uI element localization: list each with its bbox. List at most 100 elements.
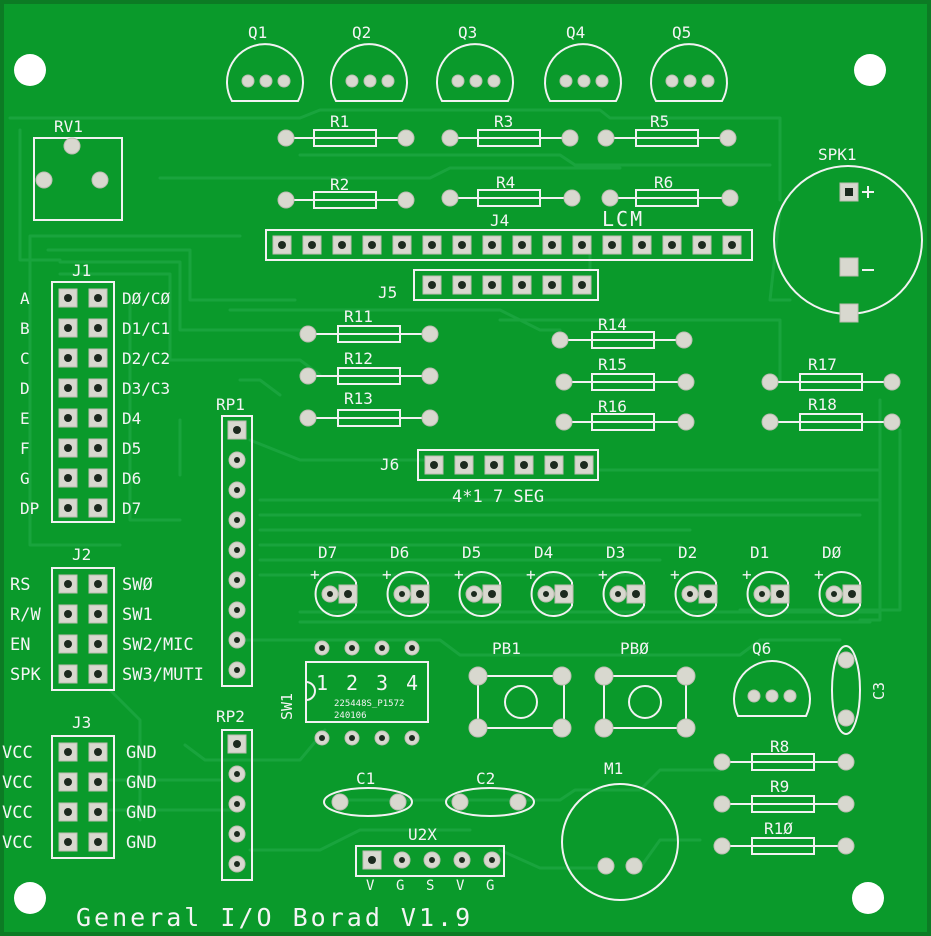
- q1-label: Q1: [248, 23, 267, 42]
- rp2-pad-hole: [233, 740, 241, 748]
- resistor-r11: R11: [299, 307, 439, 343]
- mounting-holes: [14, 54, 886, 914]
- j1-left-label: B: [20, 319, 30, 338]
- rp1-pad-hole: [234, 457, 240, 463]
- j4-label: J4: [490, 211, 509, 230]
- transistor-q4: Q4: [544, 23, 622, 102]
- pb0-label: PBØ: [620, 639, 649, 658]
- j1-pad-hole: [64, 414, 72, 422]
- rp2-pad-hole: [234, 771, 240, 777]
- j1-pad-hole: [94, 354, 102, 362]
- q3-label: Q3: [458, 23, 477, 42]
- r5-label: R5: [650, 112, 669, 131]
- rp1-pad-hole: [234, 517, 240, 523]
- j1-pad-hole: [64, 444, 72, 452]
- r11-label: R11: [344, 307, 373, 326]
- led-outline: [314, 571, 357, 617]
- led-pad-anode-hole: [759, 591, 765, 597]
- j5-pad-hole: [428, 281, 436, 289]
- q5-label: Q5: [672, 23, 691, 42]
- resistor-r14: R14: [551, 315, 693, 349]
- motor-m1: M1: [561, 759, 679, 901]
- resistor-pack-rp2: RP2: [216, 707, 253, 881]
- resistor-r12: R12: [299, 349, 439, 385]
- j3-pad-hole: [64, 778, 72, 786]
- u2x-pad-hole: [429, 857, 435, 863]
- led-label: D2: [678, 543, 697, 562]
- r15-label: R15: [598, 355, 627, 374]
- sw1-pad-top-hole: [319, 645, 325, 651]
- led-pad-anode-hole: [831, 591, 837, 597]
- c1-label: C1: [356, 769, 375, 788]
- mounting-hole-top-left: [14, 54, 46, 86]
- j3-pad-hole: [94, 808, 102, 816]
- potentiometer-rv1: RV1: [33, 117, 123, 221]
- j4-pad-hole: [728, 241, 736, 249]
- sw1-part-number: 225448S_P1572: [334, 699, 404, 709]
- led: D3+: [598, 543, 646, 617]
- u2x-pin-label: V: [456, 878, 465, 894]
- j4-pad-hole: [518, 241, 526, 249]
- led-pad-anode-hole: [687, 591, 693, 597]
- j6-pad-hole: [430, 461, 438, 469]
- j6-pad-hole: [520, 461, 528, 469]
- u2x-label: U2X: [408, 825, 437, 844]
- led-pad-cathode-hole: [344, 590, 352, 598]
- j2-pad-hole: [64, 670, 72, 678]
- j3-pad-hole: [64, 748, 72, 756]
- led-polarity-mark: +: [526, 565, 536, 584]
- u2x-pad-hole: [399, 857, 405, 863]
- j2-left-label: EN: [10, 635, 30, 655]
- led-label: D7: [318, 543, 337, 562]
- j4-pad-hole: [548, 241, 556, 249]
- j4-pad-hole: [578, 241, 586, 249]
- j1-pad-hole: [94, 324, 102, 332]
- j1-right-label: D7: [122, 499, 141, 518]
- speaker-spk1: SPK1: [773, 145, 923, 323]
- led-polarity-mark: +: [670, 565, 680, 584]
- resistor-r6: R6: [601, 173, 739, 207]
- led-pad-cathode-hole: [560, 590, 568, 598]
- sw1-pad-top-hole: [379, 645, 385, 651]
- led-pad-cathode-hole: [776, 590, 784, 598]
- j4-pad-hole: [668, 241, 676, 249]
- r6-label: R6: [654, 173, 673, 192]
- transistor-q1: Q1: [226, 23, 304, 102]
- sw1-switch-number: 1: [316, 671, 328, 695]
- j1-pad-hole: [64, 294, 72, 302]
- j4-pad-hole: [698, 241, 706, 249]
- resistor-r17: R17: [761, 355, 901, 391]
- u2x-pin-label: V: [366, 878, 375, 894]
- r17-label: R17: [808, 355, 837, 374]
- r16-label: R16: [598, 397, 627, 416]
- led-outline: [386, 571, 429, 617]
- c2-label: C2: [476, 769, 495, 788]
- led: DØ+: [814, 543, 862, 617]
- led-label: D3: [606, 543, 625, 562]
- j2-right-label: SW2/MIC: [122, 635, 194, 655]
- j3-right-label: GND: [126, 743, 157, 763]
- led-label: D1: [750, 543, 769, 562]
- led: D1+: [742, 543, 790, 617]
- j5-pad-hole: [518, 281, 526, 289]
- sw1-switch-number: 4: [406, 671, 418, 695]
- transistor-row: Q1 Q2 Q3 Q4 Q5: [226, 23, 728, 102]
- led-outline: [818, 571, 861, 617]
- j6-pad-hole: [550, 461, 558, 469]
- j3-right-label: GND: [126, 773, 157, 793]
- led-pad-anode-hole: [399, 591, 405, 597]
- u2x-pad-hole: [368, 856, 376, 864]
- board-title: General I/O Borad V1.9: [76, 903, 473, 932]
- r9-label: R9: [770, 777, 789, 796]
- capacitor-c3: C3: [831, 645, 888, 735]
- sw1-pad-bottom-hole: [379, 735, 385, 741]
- led-label: D5: [462, 543, 481, 562]
- pushbutton-pb1: PB1: [468, 639, 572, 738]
- rp2-pad-hole: [234, 801, 240, 807]
- j2-right-label: SWØ: [122, 575, 153, 595]
- j1-left-label: F: [20, 439, 30, 458]
